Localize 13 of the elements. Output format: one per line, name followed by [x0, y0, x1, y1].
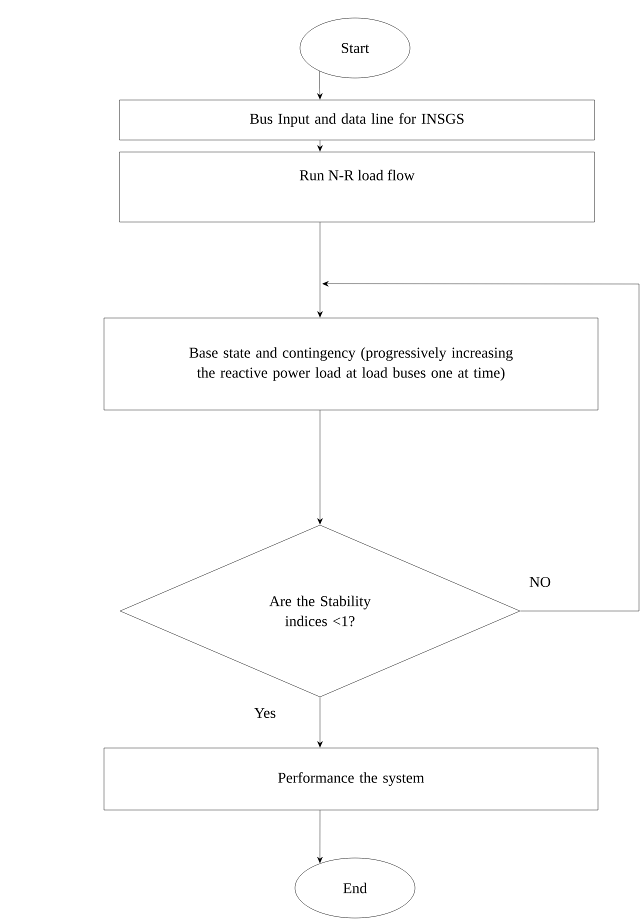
process-box: Performance the system	[104, 748, 598, 810]
arrow	[317, 410, 323, 524]
arrow	[317, 810, 323, 864]
arrow	[317, 222, 323, 318]
arrow	[322, 281, 640, 612]
arrow	[317, 70, 323, 100]
edge-label: Yes	[253, 707, 277, 719]
edge-label: NO	[528, 576, 552, 588]
process-box: Base state and contingency (progressively increasing the reactive power load at load buses one at time)	[104, 318, 598, 410]
arrow	[317, 140, 323, 152]
process-box: Bus Input and data line for INSGS	[119, 100, 595, 140]
arrow	[317, 697, 323, 748]
process-box: Run N-R load flow	[119, 152, 595, 222]
